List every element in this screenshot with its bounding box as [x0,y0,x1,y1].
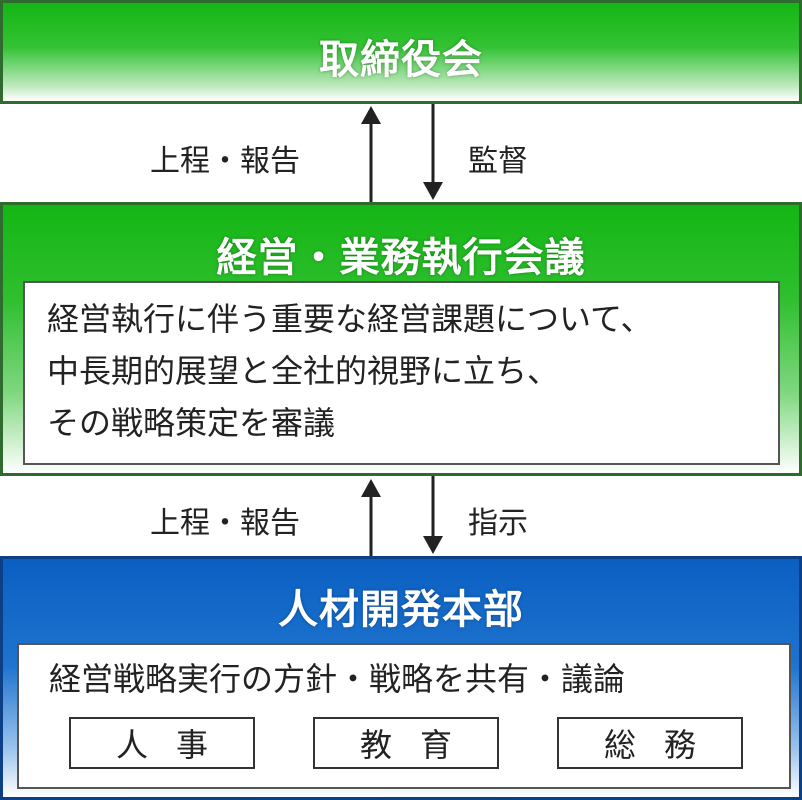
upper-down-arrow-icon [423,104,443,200]
board-title: 取締役会 [319,37,483,83]
upper-up-arrow-icon [361,106,381,202]
executive-description-line: 中長期的展望と全社的視野に立ち、 [47,352,560,390]
upper-down-label: 監督 [468,144,528,179]
lower-up-label: 上程・報告 [150,506,300,541]
executive-title: 経営・業務執行会議 [216,235,586,281]
department-hr: 人事 [69,717,255,769]
hr-title: 人材開発本部 [278,587,524,633]
hr-box: 人材開発本部 経営戦略実行の方針・戦略を共有・議論 人事 教育 総務 [0,556,802,800]
upper-up-label: 上程・報告 [150,144,300,179]
hr-description: 経営戦略実行の方針・戦略を共有・議論 [49,660,626,698]
executive-description-line: 経営執行に伴う重要な経営課題について、 [47,300,653,338]
executive-description-line: その戦略策定を審議 [47,404,336,442]
department-general-affairs: 総務 [557,717,743,769]
hr-description-box: 経営戦略実行の方針・戦略を共有・議論 人事 教育 総務 [17,643,791,789]
lower-down-label: 指示 [468,506,528,541]
lower-down-arrow-icon [423,476,443,554]
executive-description-box: 経営執行に伴う重要な経営課題について、 中長期的展望と全社的視野に立ち、 その戦… [23,281,780,465]
board-box: 取締役会 [0,0,802,104]
executive-box: 経営・業務執行会議 経営執行に伴う重要な経営課題について、 中長期的展望と全社的… [0,202,802,476]
lower-up-arrow-icon [361,479,381,556]
department-education: 教育 [313,717,499,769]
